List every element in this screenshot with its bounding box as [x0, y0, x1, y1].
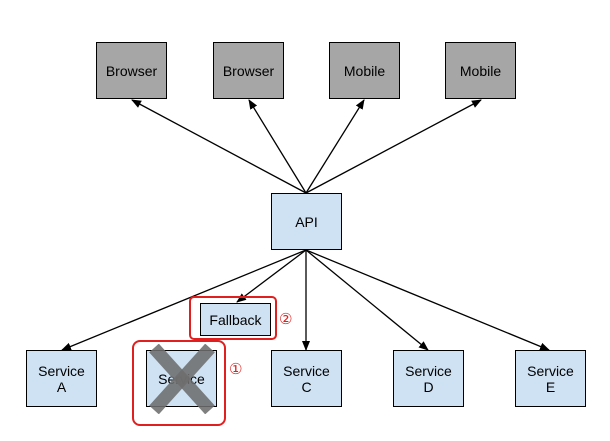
service-label-line2: C — [301, 378, 312, 395]
service-label-line1: Service — [405, 362, 452, 379]
arrow-api-to-service-a — [61, 249, 307, 351]
service-e-node: Service E — [515, 350, 586, 407]
arrow-api-to-browser-2 — [248, 99, 307, 194]
api-gateway-node: API — [271, 193, 342, 250]
service-label-line1: Service — [527, 362, 574, 379]
fallback-label: Fallback — [209, 311, 262, 328]
failed-service-highlight — [132, 340, 226, 426]
marker-two: ② — [279, 310, 293, 328]
service-label-line1: Service — [283, 362, 330, 379]
client-label: Browser — [222, 62, 275, 79]
service-label-line2: D — [423, 378, 434, 395]
arrow-api-to-service-d — [305, 249, 429, 351]
arrow-api-to-mobile-1 — [305, 99, 365, 194]
client-label: Browser — [105, 62, 158, 79]
arrow-api-to-mobile-2 — [305, 99, 482, 194]
arrow-api-to-service-e — [305, 249, 550, 351]
service-label-line1: Service — [38, 362, 85, 379]
failure-x-icon — [149, 344, 215, 414]
api-label: API — [295, 213, 318, 230]
service-d-node: Service D — [393, 350, 464, 407]
fallback-node: Fallback — [200, 303, 271, 336]
client-browser-2: Browser — [213, 42, 284, 99]
client-label: Mobile — [459, 62, 502, 79]
service-c-node: Service C — [271, 350, 342, 407]
client-browser-1: Browser — [96, 42, 167, 99]
service-a-node: Service A — [26, 350, 97, 407]
arrow-api-to-fallback — [236, 249, 307, 303]
marker-one: ① — [229, 360, 243, 378]
arrow-api-to-browser-1 — [131, 99, 307, 194]
fallback-highlight — [189, 296, 277, 340]
client-label: Mobile — [343, 62, 386, 79]
service-label-line2: A — [56, 378, 67, 395]
service-label-line2: E — [545, 378, 556, 395]
client-mobile-1: Mobile — [329, 42, 400, 99]
client-mobile-2: Mobile — [445, 42, 516, 99]
